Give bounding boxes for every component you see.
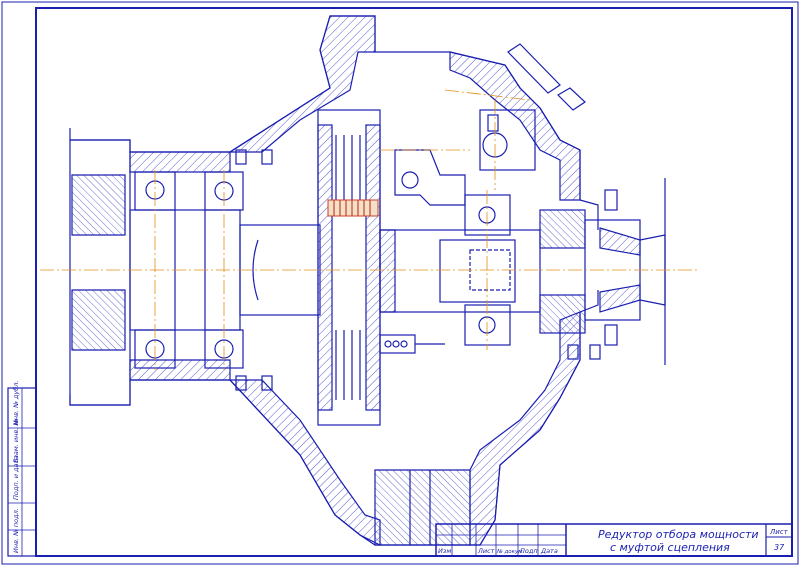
housing-wall-top bbox=[227, 15, 376, 153]
adjuster-bolt bbox=[507, 43, 561, 94]
shift-lever bbox=[394, 149, 466, 206]
inner-frame bbox=[35, 7, 793, 557]
output-yoke-fork bbox=[599, 227, 641, 256]
side-stamp-label-3: Взам. инв. № bbox=[12, 419, 20, 463]
side-stamp: Инв. № подл. Подп. и дата Взам. инв. № И… bbox=[7, 381, 37, 557]
bolt-left-4 bbox=[261, 375, 273, 391]
title-block-header-izm: Изм bbox=[438, 547, 451, 555]
side-stamp-label-1: Инв. № подл. bbox=[12, 508, 20, 553]
output-shaft bbox=[379, 229, 541, 313]
title-block-header-list: Лист bbox=[477, 547, 495, 555]
shift-rod-housing bbox=[479, 109, 536, 171]
flange-bolt-top bbox=[604, 189, 618, 211]
input-housing-hatch-bottom bbox=[129, 359, 231, 381]
shift-pin bbox=[487, 114, 499, 132]
shaft-spline-left bbox=[252, 239, 259, 301]
shift-pivot bbox=[401, 171, 419, 189]
bearing-left-top bbox=[134, 171, 244, 211]
side-stamp-label-2: Подп. и дата bbox=[12, 456, 20, 500]
title-block-header-data: Дата bbox=[540, 547, 558, 555]
output-bearing-top bbox=[539, 209, 586, 249]
drawing-title-line1: Редуктор отбора мощности bbox=[598, 528, 759, 541]
bolt-left-2 bbox=[261, 149, 273, 165]
input-housing-hatch-top bbox=[129, 151, 231, 173]
output-hub bbox=[379, 229, 396, 313]
side-stamp-label-4: Инв. № дубл. bbox=[12, 381, 20, 425]
title-block-header-podp: Подп bbox=[520, 547, 538, 555]
title-block-header-doc: № докум. bbox=[496, 549, 524, 555]
output-yoke-fork-lower bbox=[599, 284, 641, 313]
output-bearing-bottom bbox=[539, 294, 586, 334]
bearing-right-top bbox=[464, 194, 511, 236]
drawing-title-line2: с муфтой сцепления bbox=[610, 541, 730, 554]
bolt-left-1 bbox=[235, 149, 247, 165]
title-block: Изм Лист № докум. Подп Дата Редуктор отб… bbox=[435, 523, 793, 557]
adjuster-bolt-2 bbox=[557, 87, 586, 111]
sheet-label: Лист bbox=[769, 528, 789, 536]
bolt-right-2 bbox=[589, 344, 601, 360]
housing-wall-top-right bbox=[449, 51, 581, 201]
flange-bolt-bottom bbox=[604, 324, 618, 346]
bolt-right-1 bbox=[567, 344, 579, 360]
center-lines bbox=[40, 89, 700, 370]
output-shaft-step bbox=[439, 239, 516, 303]
gearbox-section-drawing bbox=[69, 15, 666, 546]
housing-wall-bottom bbox=[228, 379, 381, 546]
spiral-gear-teeth bbox=[71, 174, 126, 236]
bolt-left-3 bbox=[235, 375, 247, 391]
sheet-number: 37 bbox=[774, 543, 785, 552]
spiral-gear-teeth-lower bbox=[71, 289, 126, 351]
housing-base-block bbox=[374, 469, 471, 546]
bearing-right-bottom bbox=[464, 304, 511, 346]
housing-wall-bottom-right bbox=[469, 311, 581, 546]
clutch-assembly bbox=[317, 109, 381, 426]
